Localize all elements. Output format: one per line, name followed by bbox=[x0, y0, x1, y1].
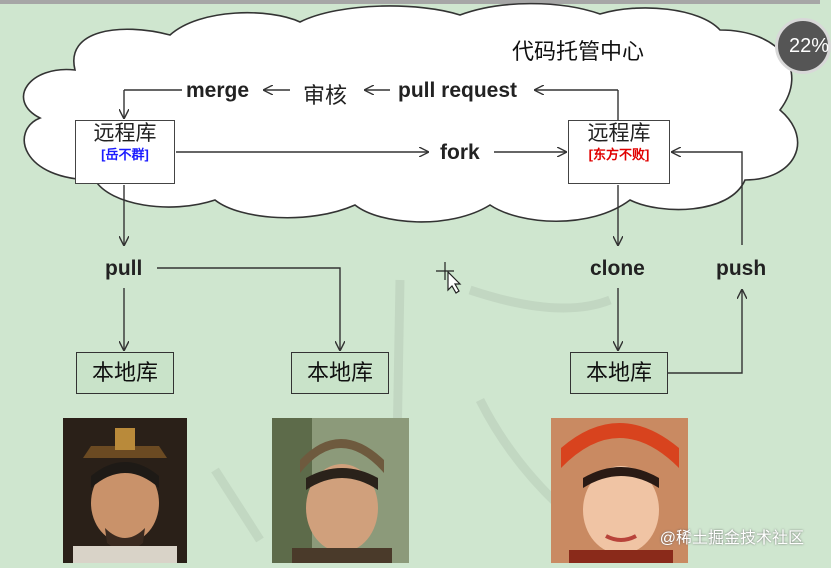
top-scrollbar bbox=[0, 0, 820, 4]
remote-repo-owner: [岳不群] bbox=[101, 147, 149, 162]
remote-repo-owner: [东方不败] bbox=[588, 147, 650, 162]
portrait-dongfang-bubai bbox=[551, 418, 688, 563]
remote-repo-label: 远程库 bbox=[587, 122, 651, 145]
fork-label: fork bbox=[440, 141, 480, 164]
portrait-yue-buqun bbox=[63, 418, 187, 563]
arrow-pull-to-local-2 bbox=[157, 267, 340, 350]
merge-label: merge bbox=[186, 79, 250, 102]
site-watermark: @稀土掘金技术社区 bbox=[659, 530, 804, 547]
progress-badge: 22% bbox=[775, 18, 831, 74]
local-repo-1: 本地库 bbox=[76, 352, 174, 394]
push-label: push bbox=[716, 257, 767, 280]
pull-label: pull bbox=[105, 257, 143, 280]
arrow-push-up bbox=[668, 290, 742, 374]
remote-repo-yue: 远程库 [岳不群] bbox=[75, 120, 175, 184]
code-hosting-title: 代码托管中心 bbox=[512, 39, 645, 64]
review-label: 审核 bbox=[303, 83, 348, 108]
remote-repo-label: 远程库 bbox=[93, 122, 157, 145]
local-repo-2: 本地库 bbox=[291, 352, 389, 394]
remote-repo-dongfang: 远程库 [东方不败] bbox=[568, 120, 670, 184]
code-hosting-cloud bbox=[22, 2, 799, 223]
pull-request-label: pull request bbox=[398, 79, 518, 102]
clone-label: clone bbox=[590, 257, 645, 280]
arrow-push-to-remote bbox=[672, 152, 743, 245]
move-cursor-icon bbox=[436, 262, 462, 294]
portrait-linghu-chong bbox=[272, 418, 409, 563]
local-repo-3: 本地库 bbox=[570, 352, 668, 394]
